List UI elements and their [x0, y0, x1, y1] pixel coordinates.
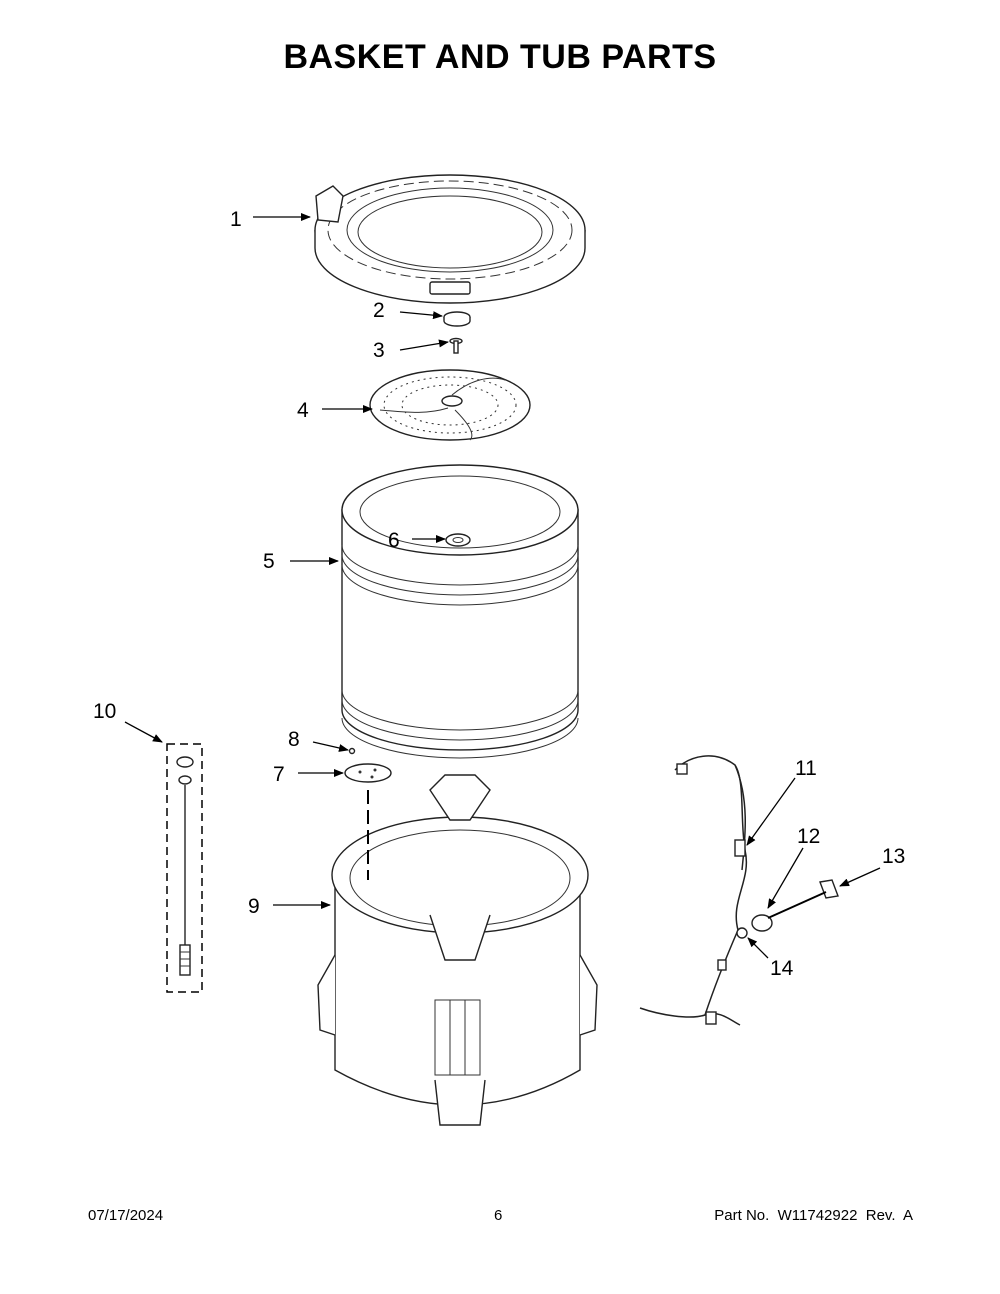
callout-label-6: 6 — [388, 529, 400, 552]
part-9-outer-tub — [317, 774, 598, 1126]
callout-9: 9 — [248, 895, 331, 918]
callout-label-1: 1 — [230, 208, 242, 231]
callout-6: 6 — [388, 529, 446, 552]
callout-label-10: 10 — [93, 700, 116, 723]
footer-date: 07/17/2024 — [88, 1207, 164, 1224]
callout-label-7: 7 — [273, 763, 285, 786]
callout-7: 7 — [273, 763, 344, 786]
callout-label-2: 2 — [373, 299, 385, 322]
callout-5: 5 — [263, 550, 339, 573]
callout-13: 13 — [839, 845, 905, 887]
page-title: BASKET AND TUB PARTS — [283, 38, 717, 76]
callout-11: 11 — [746, 757, 817, 846]
callout-12: 12 — [767, 825, 820, 909]
callout-label-3: 3 — [373, 339, 385, 362]
callout-10: 10 — [93, 700, 163, 743]
callout-14: 14 — [747, 937, 794, 980]
callout-4: 4 — [297, 399, 373, 422]
part-13-bracket — [767, 879, 839, 919]
callout-label-5: 5 — [263, 550, 275, 573]
callout-3: 3 — [373, 339, 449, 362]
callout-1: 1 — [230, 208, 311, 231]
part-5-basket — [341, 464, 579, 759]
part-12-sensor — [751, 914, 773, 932]
callout-label-12: 12 — [797, 825, 820, 848]
callout-label-8: 8 — [288, 728, 300, 751]
footer-page-number: 6 — [494, 1207, 503, 1224]
part-14-grommet — [736, 927, 748, 939]
callout-label-9: 9 — [248, 895, 260, 918]
callout-label-14: 14 — [770, 957, 794, 980]
callout-label-13: 13 — [882, 845, 905, 868]
part-6-hub — [445, 533, 471, 547]
part-3-bolt — [449, 337, 463, 354]
callout-label-11: 11 — [795, 757, 817, 780]
callout-label-4: 4 — [297, 399, 309, 422]
part-2-cap — [443, 311, 471, 327]
part-7-plate — [344, 763, 392, 783]
callout-2: 2 — [373, 299, 443, 322]
part-1-basket-ring — [314, 174, 586, 304]
part-10-suspension-rod — [166, 743, 203, 993]
footer-part-number: Part No. W11742922 Rev. A — [714, 1207, 913, 1224]
part-11-wire-harness — [639, 755, 748, 1026]
callout-8: 8 — [288, 728, 349, 752]
part-4-impeller — [369, 369, 531, 441]
part-8-screw — [348, 747, 356, 755]
